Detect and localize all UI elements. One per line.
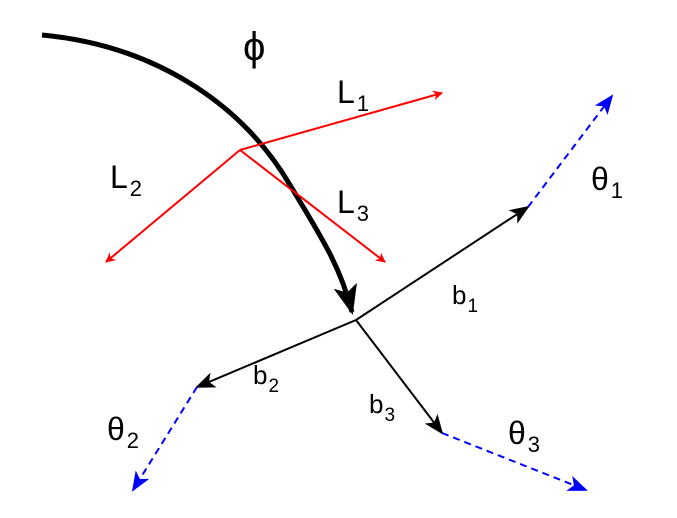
L3-label: L3 (337, 184, 369, 226)
L3-vector (239, 149, 386, 263)
phi-curve (41, 32, 357, 315)
b3-label: b3 (369, 389, 395, 426)
theta2-vector (131, 386, 198, 492)
theta3-label: θ3 (508, 415, 540, 457)
theta1-label: θ1 (591, 161, 623, 203)
b1-label: b1 (452, 280, 478, 317)
b3-vector (355, 319, 444, 435)
L1-label: L1 (337, 74, 369, 116)
L2-label: L2 (110, 159, 142, 201)
L1-vector (239, 90, 443, 151)
b1-vector (355, 205, 530, 321)
theta3-vector (441, 432, 588, 491)
theta2-label: θ2 (107, 411, 139, 453)
phi-label: ϕ (243, 25, 265, 69)
b2-vector (195, 319, 357, 388)
b2-label: b2 (253, 360, 279, 397)
L2-vector (105, 149, 241, 263)
